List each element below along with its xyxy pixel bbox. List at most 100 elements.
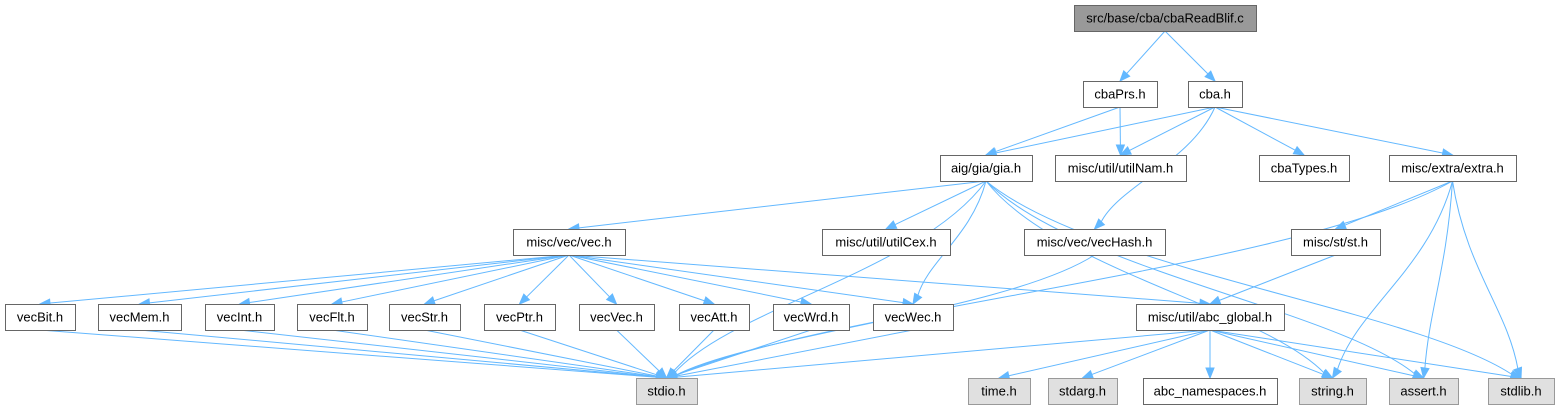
edge-line [1125,30,1166,75]
node-label: misc/util/utilNam.h [1068,161,1173,176]
edges-layer [38,30,1523,382]
edge-gia-to-string [985,180,1334,379]
node-label: vecBit.h [17,310,63,325]
node-vecInt[interactable]: vecInt.h [205,304,275,331]
node-utilNam[interactable]: misc/util/utilNam.h [1055,155,1187,182]
edge-line [1214,106,1297,152]
edge-line [568,254,803,303]
edge-line [568,254,706,302]
nodes-layer: src/base/cba/cbaReadBlif.c cbaPrs.h cba.h a… [5,5,1555,405]
node-gia[interactable]: aig/gia/gia.h [940,155,1033,182]
node-label: vecFlt.h [309,310,355,325]
node-cba[interactable]: cba.h [1188,81,1243,108]
edge-cba-to-cbaTypes [1214,106,1306,156]
node-root[interactable]: src/base/cba/cbaReadBlif.c [1074,5,1257,32]
arrowhead-icon [1119,70,1131,83]
edge-vec-to-vecWec [568,254,915,308]
node-box [679,304,750,331]
edge-cba-to-extra [1214,106,1454,158]
node-stdio[interactable]: stdio.h [636,378,698,405]
node-extra[interactable]: misc/extra/extra.h [1389,155,1517,182]
node-box [773,304,850,331]
arrowhead-icon [655,367,668,379]
arrowhead-icon [1513,366,1523,380]
node-label: vecInt.h [217,310,263,325]
edge-extra-to-stdlib [1452,180,1523,380]
node-vecVec[interactable]: vecVec.h [579,304,655,331]
node-cbaPrs[interactable]: cbaPrs.h [1083,81,1158,108]
node-label: misc/vec/vecHash.h [1037,235,1153,250]
node-label: vecWrd.h [784,310,839,325]
node-box [98,304,182,331]
edge-line [675,329,1211,378]
arrowhead-icon [1420,366,1430,380]
node-utilCex[interactable]: misc/util/utilCex.h [822,229,951,256]
node-vecFlt[interactable]: vecFlt.h [297,304,368,331]
edge-abc_global-to-string [1209,329,1334,379]
node-vecPtr[interactable]: vecPtr.h [484,304,556,331]
node-box [1055,155,1187,182]
node-stdlib[interactable]: stdlib.h [1488,378,1555,405]
edge-line [1209,329,1325,376]
edge-line [1209,329,1415,377]
edge-abc_global-to-stdio [665,329,1211,382]
node-vecWrd[interactable]: vecWrd.h [773,304,850,331]
edge-vec-to-vecAtt [568,254,716,306]
node-label: src/base/cba/cbaReadBlif.c [1086,11,1244,26]
node-label: vecStr.h [401,310,448,325]
edge-vec-to-vecPtr [518,254,570,305]
node-label: stdlib.h [1500,384,1541,399]
edge-abc_global-to-stdarg [1081,329,1211,379]
node-box [1074,5,1257,32]
edge-line [985,180,1513,376]
node-box [1083,81,1158,108]
node-time[interactable]: time.h [968,378,1031,405]
node-label: string.h [1311,384,1354,399]
node-box [579,304,655,331]
node-label: misc/util/abc_global.h [1148,310,1272,325]
edge-line [675,329,914,377]
edge-vec-to-vecStr [423,254,570,306]
node-vec[interactable]: misc/vec/vec.h [513,229,626,256]
node-vecAtt[interactable]: vecAtt.h [679,304,750,331]
arrowhead-icon [1205,367,1215,380]
arrowhead-icon [1093,218,1106,230]
edge-extra-to-st [1334,180,1453,230]
edge-root-to-cbaPrs [1119,30,1166,83]
node-label: vecAtt.h [691,310,738,325]
edge-line [1090,329,1211,376]
node-abc-namespaces[interactable]: abc_namespaces.h [1143,378,1278,405]
edge-line [568,254,611,298]
node-vecStr[interactable]: vecStr.h [389,304,461,331]
node-vecHash[interactable]: misc/vec/vecHash.h [1024,229,1166,256]
node-box [513,229,626,256]
node-label: cbaTypes.h [1271,161,1338,176]
edge-line [994,106,1216,154]
edge-line [432,254,570,302]
node-assert[interactable]: assert.h [1389,378,1459,405]
edge-vec-to-vecBit [38,254,570,308]
node-stdarg[interactable]: stdarg.h [1048,378,1118,405]
edge-vec-to-vecFlt [330,254,570,307]
edge-line [331,329,658,378]
node-vecBit[interactable]: vecBit.h [5,304,76,331]
node-cbaTypes[interactable]: cbaTypes.h [1259,155,1350,182]
node-abc-global[interactable]: misc/util/abc_global.h [1136,304,1285,331]
node-box [1389,155,1517,182]
node-label: vecWec.h [885,310,942,325]
node-string[interactable]: string.h [1299,378,1367,405]
edge-line [985,180,1416,375]
node-label: stdarg.h [1059,384,1106,399]
arrowhead-icon [1331,366,1343,380]
edge-line [1214,106,1444,154]
edge-vecBit-to-stdio [39,329,668,382]
node-vecMem[interactable]: vecMem.h [98,304,182,331]
node-box [1188,81,1243,108]
edge-line [673,180,987,374]
node-label: misc/vec/vec.h [526,235,611,250]
node-label: time.h [981,384,1016,399]
node-label: abc_namespaces.h [1154,384,1267,399]
node-vecWec[interactable]: vecWec.h [873,304,954,331]
node-st[interactable]: misc/st/st.h [1291,229,1381,256]
node-box [5,304,76,331]
